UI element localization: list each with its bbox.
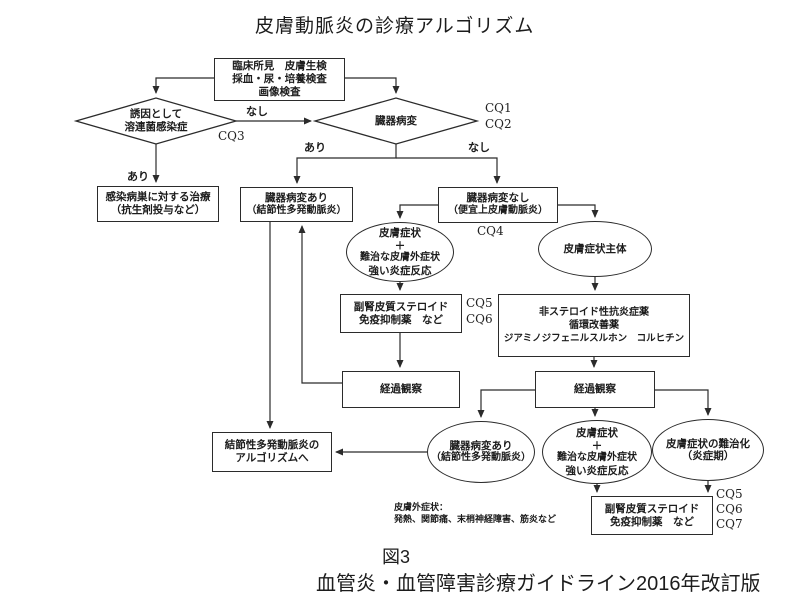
edge-organ-ari (293, 144, 397, 184)
branch-label-nashi-1: なし (246, 106, 268, 118)
node-pan-algorithm: 結節性多発動脈炎の アルゴリズムへ (212, 432, 332, 472)
node-followup-right: 経過観察 (535, 371, 655, 408)
branch-label-nashi-2: なし (468, 142, 490, 154)
node-organ-yes-bottom: 臓器病変あり （結節性多発動脈炎） (427, 421, 535, 483)
connector-lines (152, 77, 712, 493)
cq5-label: CQ5 (466, 296, 493, 310)
extracutaneous-symptoms-note: 皮膚外症状： 発熱、関節痛、末梢神経障害、筋炎など (394, 502, 557, 524)
cq6-label-2: CQ6 (716, 502, 743, 516)
cq5-label-2: CQ5 (716, 487, 743, 501)
branch-label-ari-1: あり (127, 171, 149, 183)
diamond-trigger-infection-label: 誘因として 溶連菌感染症 (124, 108, 188, 133)
figure-label: 図3 (382, 547, 411, 567)
node-nsaid: 非ステロイド性抗炎症薬 循環改善薬 ジアミノジフェニルスルホン コルヒチン (498, 294, 690, 357)
node-skin-severe-top: 皮膚症状 ＋ 難治な皮膚外症状 強い炎症反応 (346, 222, 454, 282)
node-skin-main: 皮膚症状主体 (538, 221, 652, 277)
edge-organ-nashi (396, 157, 501, 184)
edge-followupR-to-organyesbottom (477, 389, 535, 418)
cq1-cq2-annotation: CQ1 CQ2 (485, 100, 512, 132)
node-steroid-top: 副腎皮質ステロイド 免疫抑制薬 など (340, 294, 462, 333)
node-steroid-bottom: 副腎皮質ステロイド 免疫抑制薬 など (591, 496, 713, 535)
page-title: 皮膚動脈炎の診療アルゴリズム (255, 16, 535, 37)
diamond-organ-lesion (312, 97, 480, 145)
node-organ-yes: 臓器病変あり （結節性多発動脈炎） (240, 187, 353, 222)
edge-exam-to-trigger (152, 77, 215, 94)
diamond-trigger-infection (73, 97, 239, 145)
cq1-label: CQ1 (485, 101, 512, 115)
node-followup-left: 経過観察 (342, 371, 460, 408)
node-skin-refractory: 皮膚症状の難治化 （炎症期） (652, 419, 764, 481)
node-skin-severe-bottom: 皮膚症状 ＋ 難治な皮膚外症状 強い炎症反応 (542, 420, 652, 484)
edge-followupR-to-refractory (655, 389, 712, 416)
node-exam: 臨床所見 皮膚生検 採血・尿・培養検査 画像検査 (214, 58, 345, 101)
cq3-annotation: CQ3 (218, 129, 245, 143)
cq5-cq6-annotation: CQ5 CQ6 (466, 295, 493, 327)
cq6-label: CQ6 (466, 312, 493, 326)
decision-diamonds (73, 97, 480, 145)
branch-label-ari-2: あり (304, 142, 326, 154)
edge-organno-to-skinmain (558, 204, 599, 218)
edge-followupL-to-organyes (298, 225, 342, 384)
node-organ-no: 臓器病変なし （便宜上皮膚動脈炎） (438, 187, 558, 223)
cq7-label-2: CQ7 (716, 517, 743, 531)
diamond-organ-lesion-label: 臓器病変 (375, 114, 417, 127)
cq5-cq6-cq7-annotation: CQ5 CQ6 CQ7 (716, 487, 743, 532)
edge-organno-to-severe (396, 204, 438, 219)
cq4-annotation: CQ4 (477, 224, 504, 238)
cq2-label: CQ2 (485, 117, 512, 131)
figure-source: 血管炎・血管障害診療ガイドライン2016年改訂版 (316, 573, 761, 595)
node-infection-treatment: 感染病巣に対する治療 （抗生剤投与など） (97, 186, 219, 222)
edge-exam-to-organ (345, 77, 400, 94)
